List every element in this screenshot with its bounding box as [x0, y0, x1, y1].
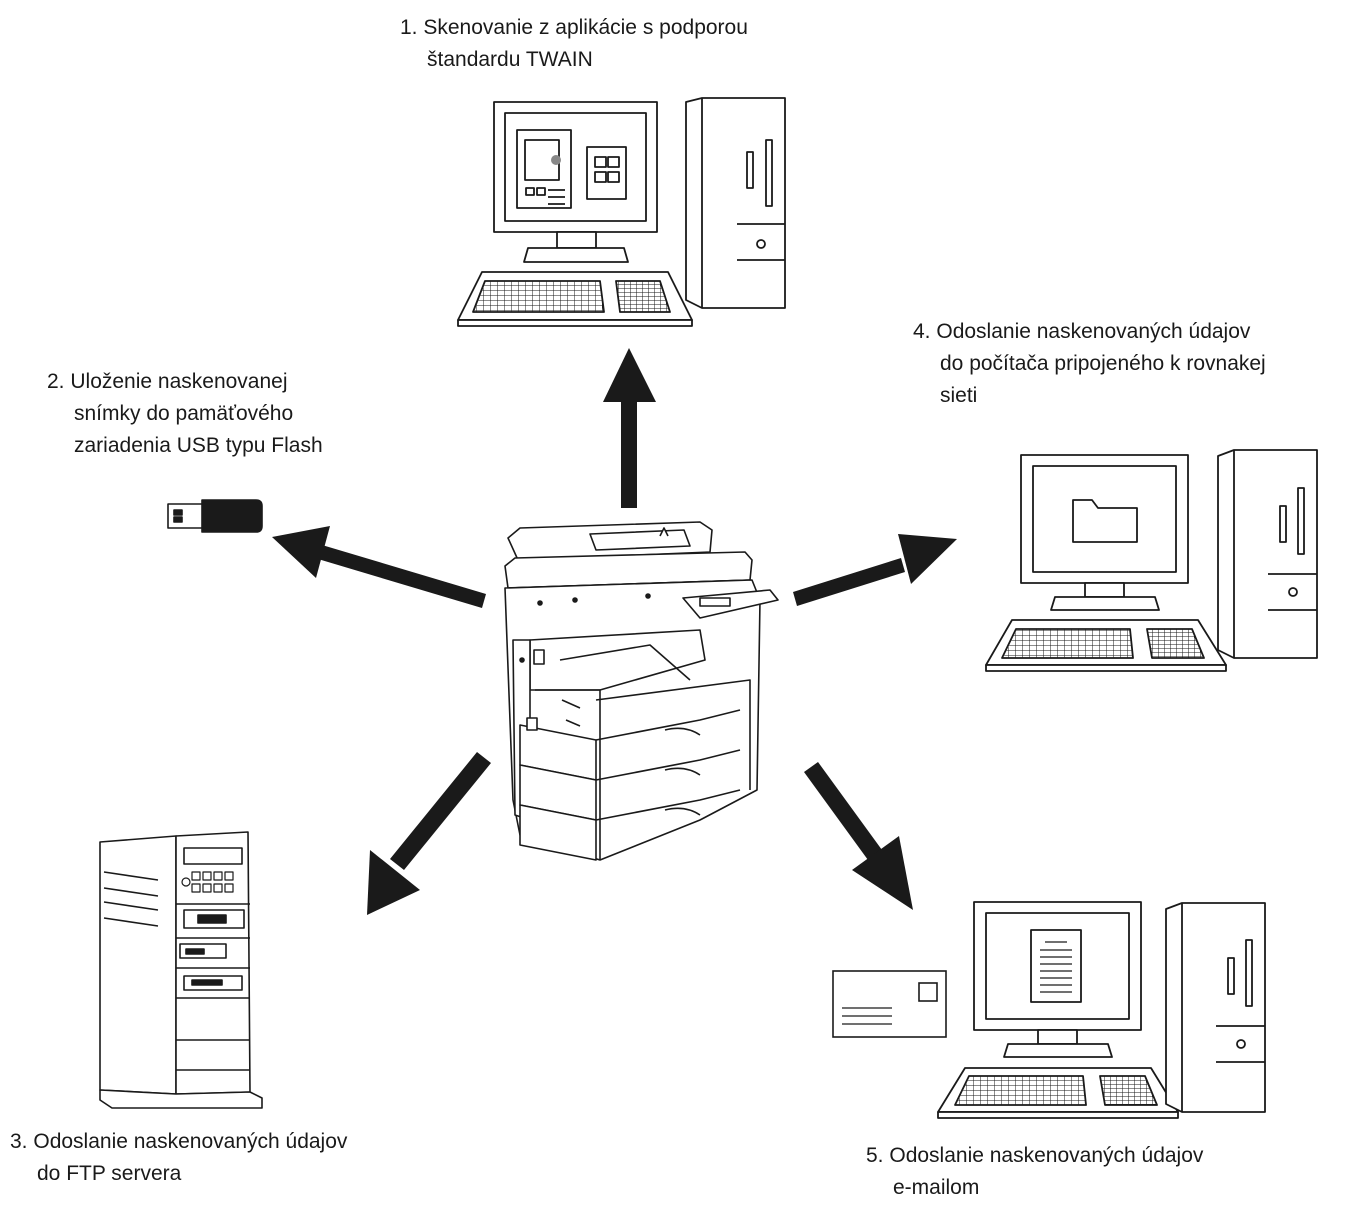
email-computer-icon — [937, 901, 1266, 1119]
label-email-line-1: 5. Odoslanie naskenovaných údajov — [866, 1144, 1204, 1167]
label-usb: 2. Uloženie naskenovanej snímky do pamäť… — [47, 366, 323, 462]
multifunction-printer-icon — [504, 521, 779, 861]
arrow-right — [793, 534, 957, 606]
envelope-icon — [832, 970, 947, 1038]
label-network: 4. Odoslanie naskenovaných údajov do poč… — [913, 316, 1266, 412]
arrow-left — [272, 526, 486, 608]
arrow-down-right — [804, 762, 913, 910]
label-usb-line-3: zariadenia USB typu Flash — [74, 434, 323, 457]
label-email: 5. Odoslanie naskenovaných údajov e-mail… — [866, 1140, 1203, 1204]
ftp-server-icon — [99, 831, 263, 1109]
arrow-down-left — [367, 752, 491, 915]
label-network-line-2: do počítača pripojeného k rovnakej — [940, 352, 1266, 375]
label-ftp: 3. Odoslanie naskenovaných údajov do FTP… — [10, 1126, 347, 1190]
label-usb-line-1: 2. Uloženie naskenovanej — [47, 370, 288, 393]
label-ftp-line-2: do FTP servera — [37, 1162, 182, 1185]
label-email-line-2: e-mailom — [893, 1176, 980, 1199]
label-twain: 1. Skenovanie z aplikácie s podporou šta… — [400, 12, 748, 76]
usb-flash-drive-icon — [167, 499, 263, 533]
label-twain-line-1: 1. Skenovanie z aplikácie s podporou — [400, 16, 748, 39]
label-ftp-line-1: 3. Odoslanie naskenovaných údajov — [10, 1130, 348, 1153]
label-twain-line-2: štandardu TWAIN — [427, 48, 593, 71]
label-network-line-1: 4. Odoslanie naskenovaných údajov — [913, 320, 1251, 343]
label-network-line-3: sieti — [940, 384, 978, 407]
desktop-computer-icon — [457, 97, 786, 327]
arrow-up — [603, 348, 656, 508]
label-usb-line-2: snímky do pamäťového — [74, 402, 294, 425]
network-computer-icon — [985, 449, 1318, 672]
